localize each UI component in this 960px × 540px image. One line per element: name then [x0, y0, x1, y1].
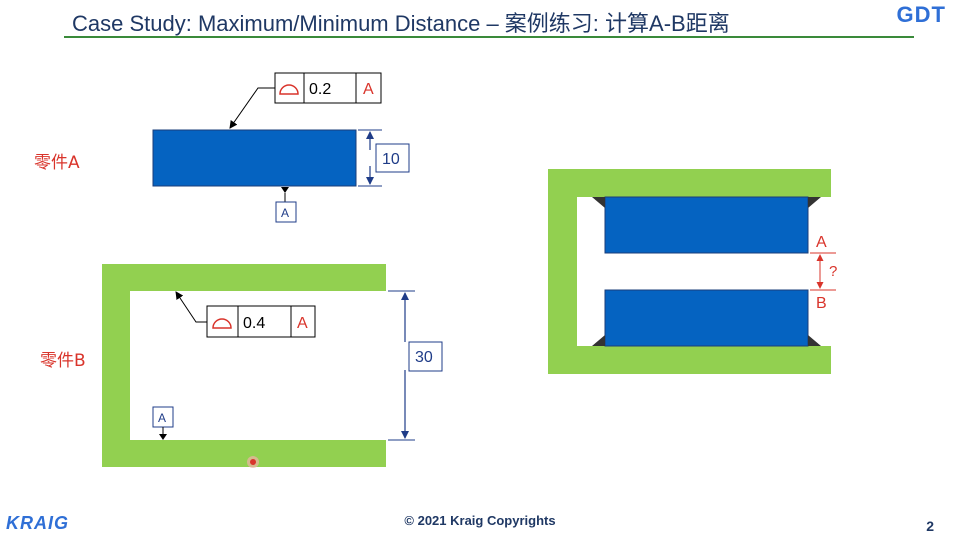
part-b-feature-control-frame: 0.4 A [206, 305, 316, 338]
part-a-block [152, 129, 357, 187]
part-a-fcf-datum: A [363, 81, 374, 98]
profile-of-surface-icon [279, 84, 299, 95]
datum-triangle-icon [281, 187, 289, 202]
datum-triangle-icon [159, 427, 167, 440]
assembly-label-b: B [816, 295, 827, 312]
logo-text: GDT [896, 2, 946, 27]
assembly-part-a-block [604, 196, 809, 254]
pointer-dot [247, 456, 259, 468]
part-b-fcf-datum: A [297, 315, 308, 332]
assembly-label-a: A [816, 234, 827, 251]
part-a-dimension-value: 10 [382, 151, 400, 168]
part-a-feature-control-frame: 0.2 A [274, 72, 382, 104]
part-a-label: 零件A [34, 153, 80, 173]
copyright-text: © 2021 Kraig Copyrights [404, 513, 556, 528]
contact-markers [592, 197, 821, 346]
part-b-datum-label: A [158, 411, 166, 425]
profile-of-surface-icon [212, 318, 232, 329]
part-b-dimension-value: 30 [415, 349, 433, 366]
part-b-label: 零件B [40, 351, 86, 371]
title-divider [64, 36, 914, 38]
assembly-channel [548, 169, 831, 374]
part-b-fcf-leader [175, 291, 207, 323]
page-number: 2 [926, 518, 934, 534]
assembly-part-b-block [604, 289, 809, 347]
part-b-fcf-tolerance: 0.4 [243, 315, 265, 332]
part-b-channel [102, 264, 386, 467]
slide-title: Case Study: Maximum/Minimum Distance – 案… [72, 11, 730, 36]
assembly-gap-label: ? [829, 263, 837, 280]
gdt-logo: GDT [897, 2, 946, 28]
part-a-datum-label: A [281, 206, 289, 220]
part-a-fcf-tolerance: 0.2 [309, 81, 331, 98]
part-a-fcf-leader [229, 87, 275, 129]
kraig-logo: KRAIG [6, 513, 69, 533]
